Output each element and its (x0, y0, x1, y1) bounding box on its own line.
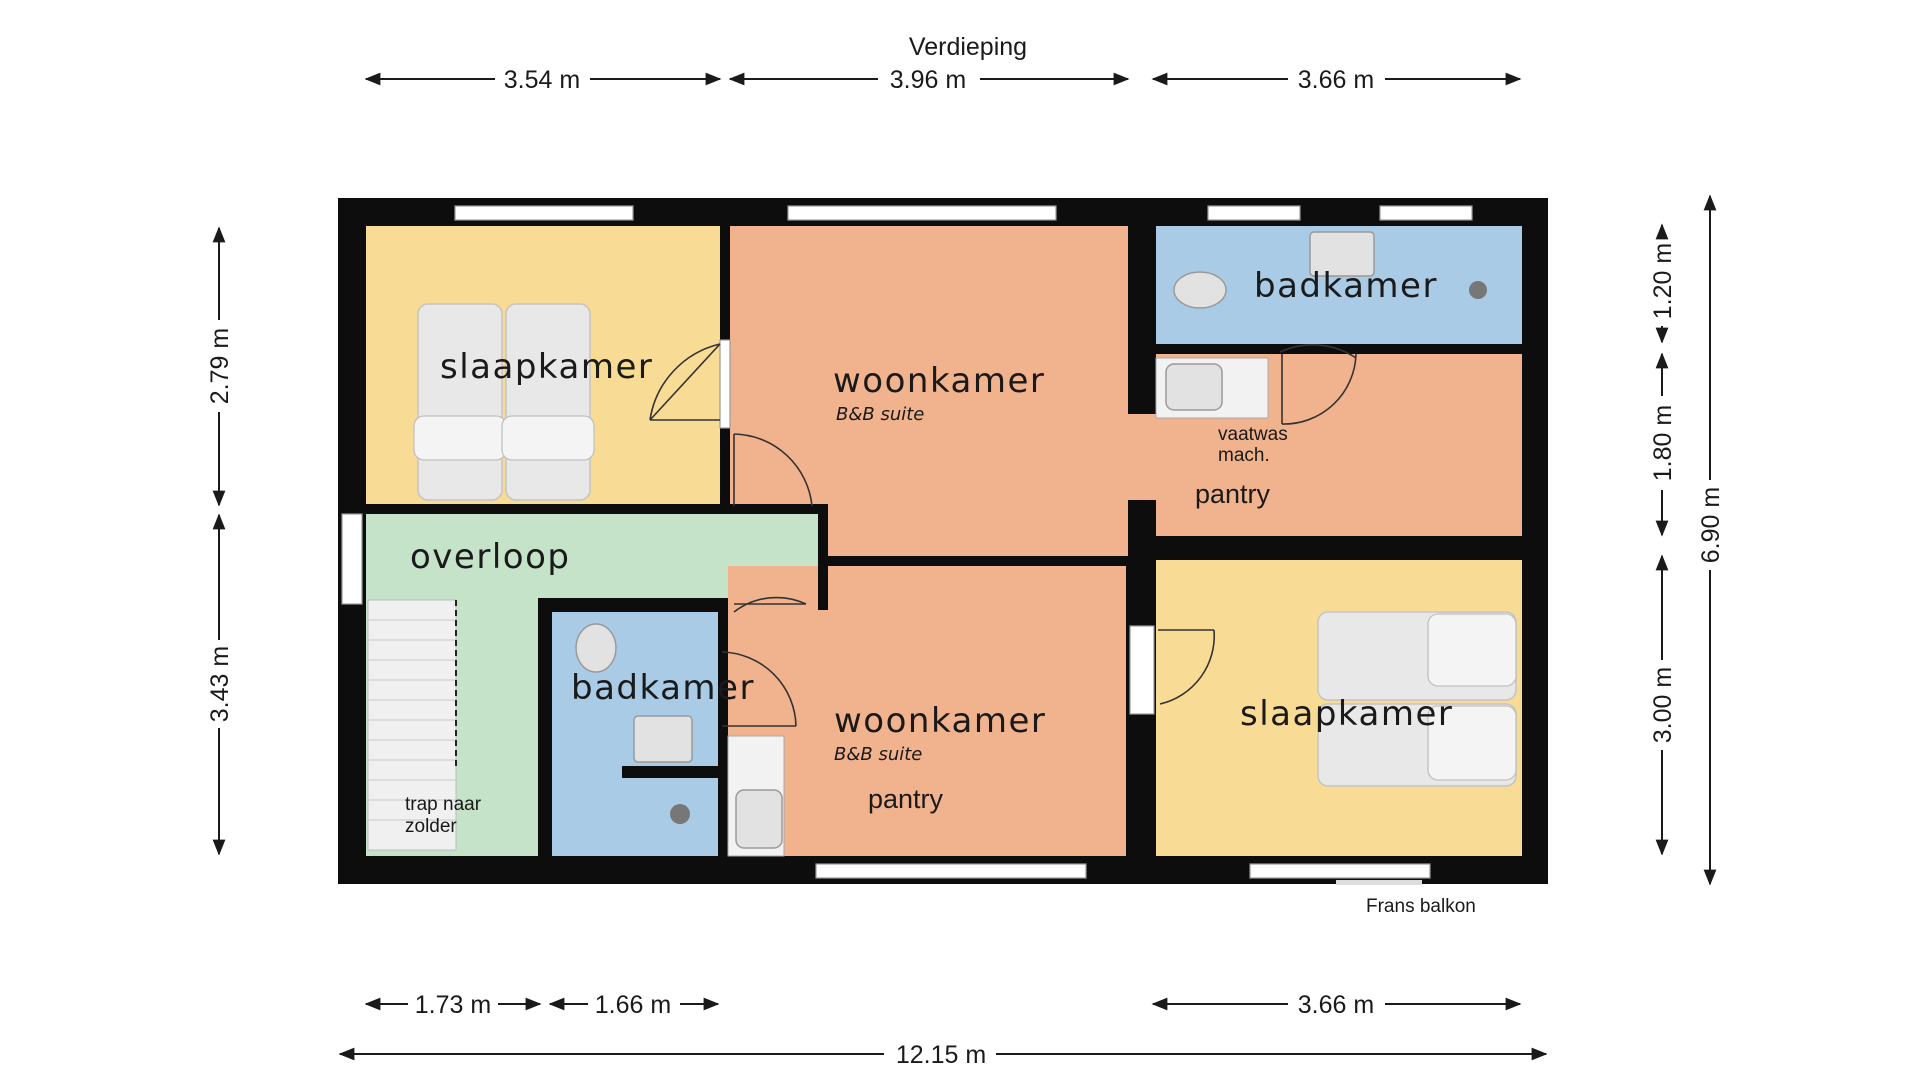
right-dimensions: 1.20 m 1.80 m 3.00 m 6.90 m (1649, 194, 1725, 886)
top-dim-2: 3.96 m (890, 66, 966, 94)
sink-ne (1309, 231, 1375, 277)
top-dimensions: 3.54 m 3.96 m 3.66 m (364, 66, 1522, 94)
right-dim-1: 1.20 m (1649, 243, 1677, 319)
label-vaatwas-1: vaatwas (1218, 424, 1288, 445)
label-balkon: Frans balkon (1366, 896, 1476, 917)
bottom-dim-3: 3.66 m (1298, 991, 1374, 1019)
toilet-sw (575, 623, 617, 673)
top-dim-3: 3.66 m (1298, 66, 1374, 94)
bed-nw (413, 303, 595, 501)
label-pantry-e: pantry (1195, 479, 1271, 509)
label-trap-1: trap naar (405, 794, 482, 815)
label-woonkamer-n-sub: B&B suite (836, 404, 924, 425)
plan-title: Verdieping (909, 33, 1027, 61)
left-dim-2: 3.43 m (206, 646, 234, 722)
room-woonkamer-n-ext (1128, 414, 1156, 500)
bottom-dim-1: 1.73 m (415, 991, 491, 1019)
fixtures (575, 231, 1487, 857)
toilet-ne (1173, 271, 1227, 309)
label-pantry-s: pantry (868, 784, 944, 814)
balkon-railing (1336, 880, 1422, 885)
drain-ne-icon (1469, 281, 1487, 299)
sink-sw (633, 715, 693, 763)
bottom-dim-2: 1.66 m (595, 991, 671, 1019)
bed-se (1317, 611, 1517, 787)
left-dimensions: 2.79 m 3.43 m (206, 226, 234, 856)
drain-sw-icon (670, 804, 690, 824)
right-dim-2: 1.80 m (1649, 405, 1677, 481)
total-depth-dim: 6.90 m (1697, 487, 1725, 563)
label-woonkamer-s-sub: B&B suite (834, 744, 922, 765)
sink-s (735, 789, 783, 849)
windows (341, 205, 1473, 879)
label-badkamer-ne: badkamer (1254, 266, 1438, 306)
bottom-dimensions: 1.73 m 1.66 m 3.66 m 12.15 m (338, 991, 1548, 1069)
label-vaatwas-2: mach. (1218, 445, 1270, 466)
label-woonkamer-s: woonkamer (834, 701, 1046, 741)
label-trap-2: zolder (405, 816, 457, 837)
label-slaapkamer-nw: slaapkamer (440, 347, 653, 387)
left-dim-1: 2.79 m (206, 328, 234, 404)
sink-e (1165, 363, 1223, 411)
total-width-dim: 12.15 m (896, 1041, 986, 1069)
label-badkamer-sw: badkamer (571, 668, 755, 708)
label-slaapkamer-se: slaapkamer (1240, 694, 1453, 734)
right-dim-3: 3.00 m (1649, 667, 1677, 743)
stairs (367, 599, 457, 851)
top-dim-1: 3.54 m (504, 66, 580, 94)
doors (649, 343, 1357, 727)
label-overloop: overloop (410, 537, 570, 577)
label-woonkamer-n: woonkamer (833, 361, 1045, 401)
